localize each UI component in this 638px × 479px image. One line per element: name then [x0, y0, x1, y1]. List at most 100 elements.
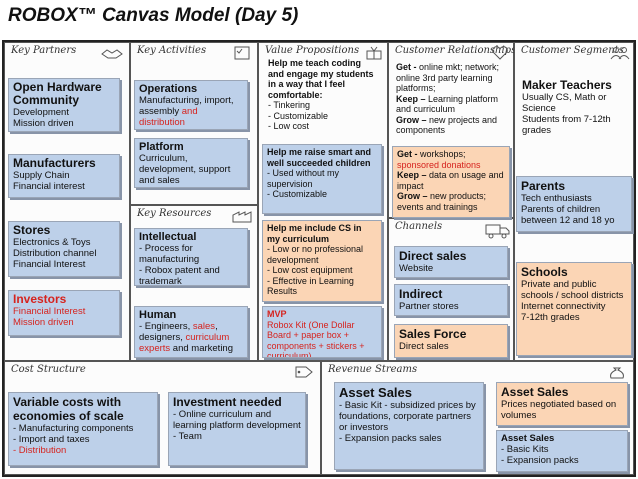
- card-text: online mkt; network; online 3rd party le…: [396, 62, 500, 93]
- activities-operations-card: Operations Manufacturing, import, assemb…: [134, 80, 248, 130]
- card-title: Investment needed: [173, 395, 282, 409]
- card-bold: Grow –: [396, 114, 430, 125]
- page-title: ROBOX™ Canvas Model (Day 5): [8, 5, 299, 26]
- card-title: Platform: [139, 141, 184, 153]
- card-line: Mission driven: [13, 118, 74, 129]
- card-text: - Engineers, sales, designers, curriculu…: [139, 321, 243, 354]
- resources-intellectual-card: Intellectual - Process for manufacturing…: [134, 228, 248, 286]
- segments-maker-card: Maker Teachers Usually CS, Math or Scien…: [518, 76, 630, 146]
- card-line: Internet connectivity: [521, 301, 606, 312]
- card-line: Distribution channel: [13, 248, 97, 259]
- people-icon: [610, 47, 630, 60]
- card-line: - Process for manufacturing: [139, 243, 200, 265]
- card-line: Mission driven: [13, 317, 74, 328]
- card-line: Get - workshops; sponsored donations: [397, 149, 505, 170]
- partners-manufacturers-card: Manufacturers Supply Chain Financial int…: [8, 154, 120, 198]
- card-text-part: and marketing: [170, 343, 233, 354]
- card-title: Stores: [13, 223, 51, 237]
- checklist-icon: [234, 46, 250, 60]
- card-text-red: sponsored donations: [397, 159, 481, 170]
- channels-indirect-card: Indirect Partner stores: [394, 284, 508, 316]
- cost-structure-heading: Cost Structure: [11, 364, 86, 375]
- card-text-red: sales: [192, 321, 216, 332]
- card-title: MVP: [267, 309, 287, 319]
- channels-salesforce-card: Sales Force Direct sales: [394, 324, 508, 358]
- cost-variable-card: Variable costs with economies of scale -…: [8, 392, 158, 466]
- card-line: Parents of children between 12 and 18 yo: [521, 204, 615, 226]
- card-line: Private and public schools / school dist…: [521, 279, 624, 301]
- card-text: Direct sales: [399, 341, 449, 352]
- card-text: new products; events and trainings: [397, 191, 487, 212]
- card-text: workshops;: [420, 149, 466, 159]
- revenue-asset-sales-kits-card: Asset Sales - Basic Kits - Expansion pac…: [496, 430, 628, 472]
- money-bag-icon: [610, 367, 624, 379]
- card-text: Partner stores: [399, 301, 459, 312]
- key-partners-heading: Key Partners: [11, 45, 77, 56]
- card-title: Human: [139, 309, 177, 321]
- card-text: Learning platform and curriculum: [396, 93, 499, 115]
- card-line: - Manufacturing components: [13, 423, 134, 434]
- card-line: - Customizable: [267, 189, 328, 199]
- card-title: Manufacturers: [13, 156, 96, 170]
- value-mvp-card: MVP Robox Kit (One Dollar Board + paper …: [262, 306, 382, 358]
- segments-parents-card: Parents Tech enthusiasts Parents of chil…: [516, 176, 632, 232]
- card-title: Asset Sales: [501, 433, 555, 444]
- cost-investment-card: Investment needed - Online curriculum an…: [168, 392, 306, 466]
- card-line: - Expansion packs: [501, 455, 579, 466]
- handshake-icon: [101, 49, 123, 59]
- card-line: Keep – data on usage and impact: [397, 170, 505, 191]
- gift-icon: [366, 46, 382, 60]
- card-line: Keep – Learning platform and curriculum: [396, 94, 506, 115]
- card-title: Sales Force: [399, 327, 467, 341]
- factory-icon: [232, 211, 252, 223]
- card-title: Indirect: [399, 287, 443, 301]
- card-title: Asset Sales: [339, 385, 412, 400]
- card-title: Investors: [13, 292, 67, 306]
- card-line: - Expansion packs sales: [339, 433, 442, 444]
- card-bold: Keep –: [397, 170, 430, 180]
- card-title: Parents: [521, 179, 566, 193]
- resources-human-card: Human - Engineers, sales, designers, cur…: [134, 306, 248, 358]
- card-text: Robox Kit (One Dollar Board + paper box …: [267, 319, 365, 358]
- card-line: - Low or no professional development: [267, 244, 364, 265]
- card-text: Curriculum, development, support and sal…: [139, 153, 231, 186]
- card-line: Students from 7-12th grades: [522, 114, 611, 136]
- card-title: Help me raise smart and well succeeded c…: [267, 147, 372, 168]
- channels-direct-card: Direct sales Website: [394, 246, 508, 278]
- card-text-red: and distribution: [139, 106, 198, 128]
- card-title: Intellectual: [139, 231, 197, 243]
- card-title: Schools: [521, 265, 568, 279]
- card-text: data on usage and impact: [397, 170, 504, 191]
- card-line: - Online curriculum and learning platfor…: [173, 409, 301, 431]
- card-bold: Get -: [397, 149, 421, 159]
- card-title: Maker Teachers: [522, 78, 612, 92]
- heart-icon: [492, 46, 508, 60]
- card-line: Development: [13, 107, 69, 118]
- card-line: - Basic Kit - subsidized prices by found…: [339, 400, 476, 433]
- activities-platform-card: Platform Curriculum, development, suppor…: [134, 138, 248, 188]
- card-line: 7-12th grades: [521, 312, 580, 323]
- card-line: Supply Chain: [13, 170, 70, 181]
- card-text-part: - Engineers,: [139, 321, 193, 332]
- revenue-asset-sales-negotiated-card: Asset Sales Prices negotiated based on v…: [496, 382, 628, 426]
- card-title: Help me include CS in my curriculum: [267, 223, 362, 244]
- customer-relationships-heading: Customer Relationships: [395, 45, 517, 56]
- partners-stores-card: Stores Electronics & Toys Distribution c…: [8, 221, 120, 277]
- business-model-canvas: Key Partners Key Activities Key Resource…: [2, 40, 636, 477]
- card-title: Open Hardware Community: [13, 80, 102, 107]
- cr-get2-card: Get - workshops; sponsored donations Kee…: [392, 146, 510, 218]
- card-bold: Get -: [396, 62, 420, 72]
- card-line: Prices negotiated based on volumes: [501, 399, 617, 421]
- card-line: - Low cost equipment: [267, 265, 353, 275]
- card-text: new projects and components: [396, 114, 498, 136]
- truck-icon: [485, 224, 510, 239]
- card-line: Tech enthusiasts: [521, 193, 592, 204]
- revenue-asset-sales-card: Asset Sales - Basic Kit - subsidized pri…: [334, 382, 484, 470]
- card-text-part: , designers,: [139, 321, 218, 343]
- card-line: Financial Interest: [13, 306, 86, 317]
- card-bold: Keep –: [396, 93, 429, 104]
- card-text-part: Manufacturing, import, assembly: [139, 95, 234, 117]
- key-activities-heading: Key Activities: [137, 45, 207, 56]
- card-line: Grow – new projects and components: [396, 115, 506, 136]
- key-resources-heading: Key Resources: [137, 208, 212, 219]
